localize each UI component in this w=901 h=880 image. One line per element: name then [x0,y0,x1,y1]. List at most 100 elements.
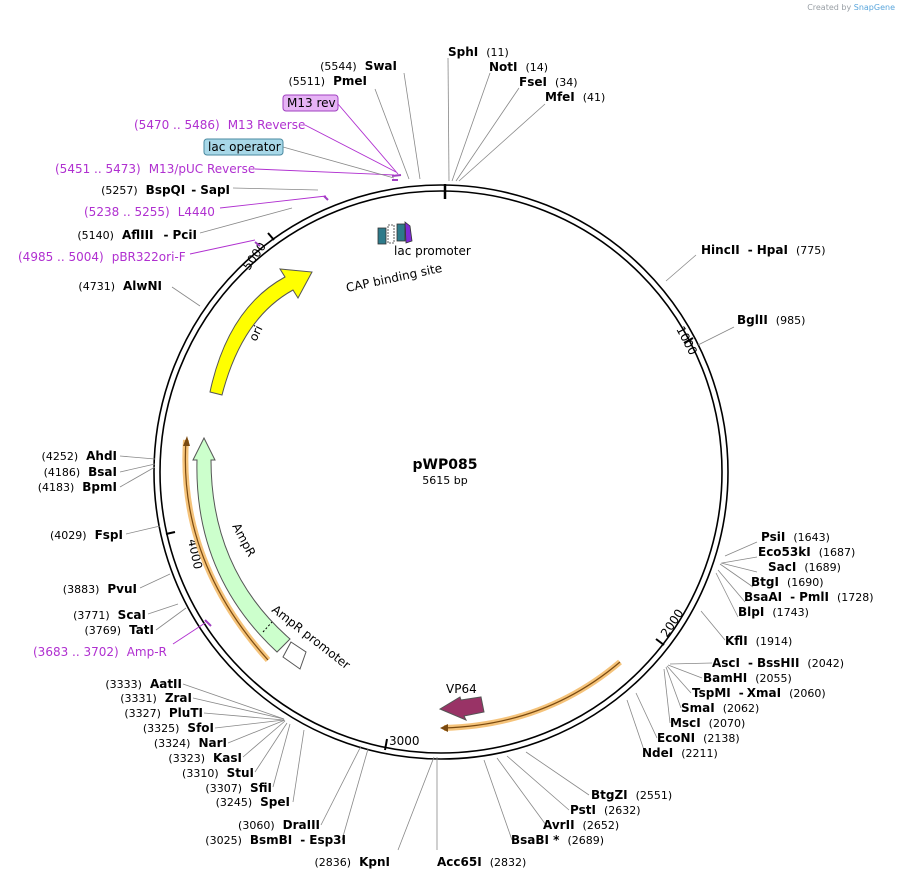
tick-label-3000: 3000 [389,734,420,748]
site-fsei: FseI(34) [519,75,578,89]
ampr-feature: AmpR [192,436,291,653]
lac-operator-label: lac operator [208,140,281,154]
vp64-orf-line [443,661,621,729]
ori-feature: ori [209,268,313,396]
site-avrii: AvrII(2652) [543,818,619,832]
site-bamhi: BamHI(2055) [703,671,792,685]
site-noti: NotI(14) [489,60,548,74]
lac-promoter-arrow [404,221,413,244]
site-saci: SacI(1689) [768,560,841,574]
ampr-orf-line [184,439,269,661]
site-hincii-hpai: HincII-HpaI(775) [701,243,826,257]
tick-mark [165,531,176,535]
primer-amp-r: (3683 .. 3702)Amp-R [33,645,167,659]
vp64-feature: VP64 [438,682,485,721]
site-aatii: (3333)AatII [105,677,182,691]
primer-mark [254,241,261,247]
site-tspmi-xmai: TspMI-XmaI(2060) [692,686,826,700]
site-swai: (5544)SwaI [320,59,397,73]
site-bsaai-pmli: BsaAI-PmlI(1728) [744,590,874,604]
tick-mark [683,337,694,344]
credit-prefix: Created by [807,3,852,12]
site-bspqi-sapi: (5257)BspQI-SapI [101,183,230,197]
site-bsabi: BsaBI *(2689) [511,833,604,847]
ori-label: ori [246,323,265,343]
plasmid-size: 5615 bp [422,474,467,487]
site-bpmi: (4183)BpmI [38,480,117,494]
cap-binding-site-label: CAP binding site [345,261,444,295]
primer-m13-puc-reverse: (5451 .. 5473)M13/pUC Reverse [55,162,255,176]
site-sfii: (3307)SfiI [205,781,272,795]
site-acc65i: Acc65I(2832) [437,855,526,869]
site-sphi: SphI(11) [448,45,509,59]
vp64-orf-arrowhead [440,724,448,732]
site-bglii: BglII(985) [737,313,805,327]
site-btgi: BtgI(1690) [751,575,824,589]
site-tati: (3769)TatI [84,623,154,637]
site-bsmbi-esp3i: (3025)BsmBI-Esp3I [205,833,346,847]
lac-region: lac promoter CAP binding site [345,221,471,295]
site-pmei: (5511)PmeI [289,74,367,88]
lac-operator-box-bg [203,138,284,156]
scale-ticks: 1000 2000 3000 4000 5000 [165,232,700,751]
site-asci-bsshii: AscI-BssHII(2042) [712,656,844,670]
site-pluti: (3327)PluTI [124,706,203,720]
backbone-outer-ring [153,184,729,760]
lac-spacer-box [387,224,395,244]
site-smai: SmaI(2062) [681,701,759,715]
ampr-promoter-arrow [282,641,307,670]
site-eco53ki: Eco53kI(1687) [758,545,855,559]
site-fspi: (4029)FspI [50,528,123,542]
site-blpi: BlpI(1743) [738,605,809,619]
left-sites: (5544)SwaI (5511)PmeI (5257)BspQI-SapI (… [38,59,397,869]
primer-l4440: (5238 .. 5255)L4440 [84,205,215,219]
site-spei: (3245)SpeI [216,795,290,809]
tick-label-2000: 2000 [658,607,687,640]
site-alwni: (4731)AlwNI [78,279,162,293]
site-kpni: (2836)KpnI [315,855,390,869]
lac-operator-box [396,223,406,242]
site-zrai: (3331)ZraI [120,691,192,705]
cap-binding-site-box [377,227,387,245]
site-nari: (3324)NarI [154,736,227,750]
site-bsai: (4186)BsaI [44,465,117,479]
primer-m13-reverse: (5470 .. 5486)M13 Reverse [134,118,305,132]
site-psii: PsiI(1643) [761,530,830,544]
plasmid-name: pWP085 [413,457,478,473]
primer-mark [204,619,212,627]
vp64-arrow [438,696,485,721]
primer-marks [204,174,402,627]
credit-brand: SnapGene [853,3,895,12]
site-leaders [119,57,758,851]
lac-promoter-label: lac promoter [394,244,471,258]
site-kfli: KflI(1914) [725,634,792,648]
snapgene-credit: Created by SnapGene [807,3,895,12]
site-ndei: NdeI(2211) [642,746,718,760]
m13-rev-box: M13 rev [282,94,339,112]
ampr-label: AmpR [229,521,258,559]
vp64-label: VP64 [446,682,477,696]
site-pvui: (3883)PvuI [63,582,137,596]
tick-mark [267,232,275,241]
ori-arrow [209,268,313,396]
lac-operator-label-box: lac operator [203,138,284,156]
m13-rev-label: M13 rev [287,96,336,110]
m13-rev-box-bg [282,94,339,112]
primer-mark [391,174,402,177]
site-btgzi: BtgZI(2551) [591,788,672,802]
right-sites: Acc65I(2832) SphI(11) NotI(14) FseI(34) … [437,45,874,869]
primer-mark [323,195,329,201]
site-mfei: MfeI(41) [545,90,605,104]
site-kasi: (3323)KasI [168,751,242,765]
site-draiii: (3060)DraIII [238,818,320,832]
primer-leaders [172,103,399,645]
site-psti: PstI(2632) [570,803,641,817]
site-econi: EcoNI(2138) [657,731,740,745]
site-msci: MscI(2070) [670,716,745,730]
site-stui: (3310)StuI [182,766,254,780]
tick-mark [655,638,665,646]
ampr-arrow [192,436,291,653]
backbone-inner-ring [159,190,723,754]
boxed-leaders [282,146,395,179]
